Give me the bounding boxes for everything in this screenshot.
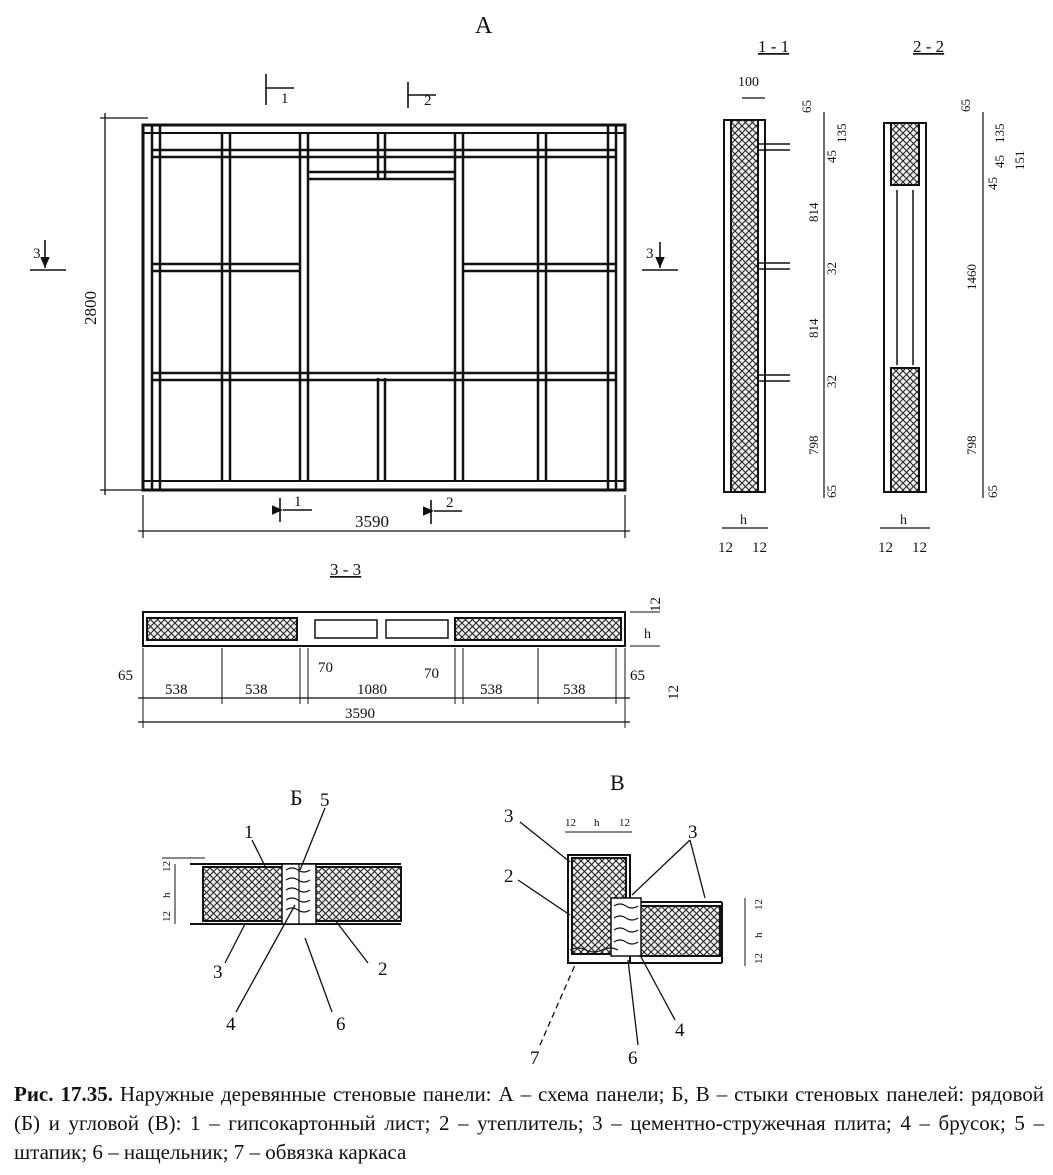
detail-v-label-7: 7 — [530, 1048, 540, 1069]
detail-v-label-3a: 3 — [504, 806, 514, 827]
s11-dim-814b: 814 — [806, 318, 821, 338]
detail-b-side-12b: 12 — [161, 911, 173, 922]
width-dim: 3590 — [355, 512, 389, 531]
s33-dim-70b: 70 — [424, 666, 439, 682]
detail-v-top-12b: 12 — [619, 817, 630, 829]
s11-dim-814a: 814 — [806, 202, 821, 222]
detail-b-label-3: 3 — [213, 962, 223, 983]
detail-v-side-12b: 12 — [753, 953, 765, 964]
s22-bottom-h: h — [900, 513, 907, 528]
s22-dim-798: 798 — [964, 436, 979, 456]
s11-dim-65a: 65 — [799, 100, 814, 113]
s22-dim-45b: 45 — [985, 177, 1000, 190]
detail-b-label-6: 6 — [336, 1014, 346, 1035]
s11-dim-135: 135 — [834, 124, 849, 144]
detail-v-top-h: h — [594, 817, 600, 829]
s33-dim-538c: 538 — [480, 682, 503, 698]
detail-v-top-12a: 12 — [565, 817, 576, 829]
detail-b-side-12a: 12 — [161, 861, 173, 872]
caption-label: Рис. 17.35. — [14, 1082, 113, 1106]
s33-dim-70a: 70 — [318, 660, 333, 676]
s22-dim-151: 151 — [1012, 151, 1027, 171]
s22-bottom-12a: 12 — [878, 540, 893, 556]
s33-side-12a: 12 — [648, 597, 664, 612]
section-mark-1-top: 1 — [281, 91, 289, 107]
detail-b: Б 12 h 12 1 5 2 3 4 6 — [161, 785, 402, 1035]
s22-dim-1460: 1460 — [964, 264, 979, 290]
s33-dim-1080: 1080 — [357, 682, 387, 698]
section-mark-2-bottom: 2 — [446, 495, 454, 511]
s33-side-12b: 12 — [666, 685, 682, 700]
detail-v-label-3b: 3 — [688, 822, 698, 843]
height-dim: 2800 — [81, 291, 100, 325]
s33-dim-538b: 538 — [245, 682, 268, 698]
detail-b-label-5: 5 — [320, 790, 330, 811]
s11-bottom-h: h — [740, 513, 747, 528]
detail-v-label-4: 4 — [675, 1020, 685, 1041]
section-mark-3-right: 3 — [646, 246, 654, 262]
s11-bottom-12a: 12 — [718, 540, 733, 556]
section-1-1-top-dim: 100 — [738, 75, 759, 90]
detail-v: В 12 h 12 12 h 12 3 — [504, 770, 765, 1069]
section-mark-3-left: 3 — [33, 246, 41, 262]
s11-dim-32b: 32 — [824, 375, 839, 388]
s11-bottom-12b: 12 — [752, 540, 767, 556]
section-mark-1-bottom: 1 — [294, 494, 302, 510]
detail-v-label-2: 2 — [504, 866, 514, 887]
s33-dim-65a: 65 — [118, 668, 133, 684]
s11-dim-798: 798 — [806, 436, 821, 456]
detail-b-title: Б — [290, 785, 303, 810]
s11-dim-45: 45 — [824, 150, 839, 163]
detail-v-title: В — [610, 770, 625, 795]
section-1-1: 1 - 1 100 65 135 45 814 32 814 32 798 65… — [718, 37, 849, 556]
detail-b-side-h: h — [161, 892, 173, 898]
section-mark-2-top: 2 — [424, 93, 432, 109]
section-3-3: 3 - 3 65 538 538 70 1080 70 538 538 65 — [118, 560, 682, 728]
section-2-2: 2 - 2 65 135 45 151 45 1460 798 65 12 h … — [878, 37, 1027, 556]
s22-dim-135: 135 — [992, 124, 1007, 144]
section-2-2-title: 2 - 2 — [913, 37, 944, 56]
s33-dim-538a: 538 — [165, 682, 188, 698]
s33-dim-65b: 65 — [630, 668, 645, 684]
section-1-1-title: 1 - 1 — [758, 37, 789, 56]
s22-bottom-12b: 12 — [912, 540, 927, 556]
detail-b-label-4: 4 — [226, 1014, 236, 1035]
s22-dim-65a: 65 — [958, 99, 973, 112]
s33-dim-538d: 538 — [563, 682, 586, 698]
s33-dim-total: 3590 — [345, 706, 375, 722]
section-3-3-title: 3 - 3 — [330, 560, 361, 579]
s33-side-h: h — [644, 627, 651, 642]
s22-dim-65b: 65 — [985, 485, 1000, 498]
s22-dim-45a: 45 — [992, 155, 1007, 168]
figure-caption: Рис. 17.35. Наружные деревянные стеновые… — [14, 1080, 1044, 1167]
panel-a-elevation: А 2800 3 — [30, 13, 678, 538]
detail-b-label-1: 1 — [244, 822, 254, 843]
detail-v-side-12a: 12 — [753, 899, 765, 910]
s11-dim-65b: 65 — [824, 485, 839, 498]
detail-v-side-h: h — [753, 932, 765, 938]
caption-text: Наружные деревянные стеновые панели: А –… — [14, 1082, 1045, 1164]
detail-v-label-6: 6 — [628, 1048, 638, 1069]
s11-dim-32a: 32 — [824, 262, 839, 275]
detail-b-label-2: 2 — [378, 959, 388, 980]
panel-a-title: А — [475, 13, 493, 39]
